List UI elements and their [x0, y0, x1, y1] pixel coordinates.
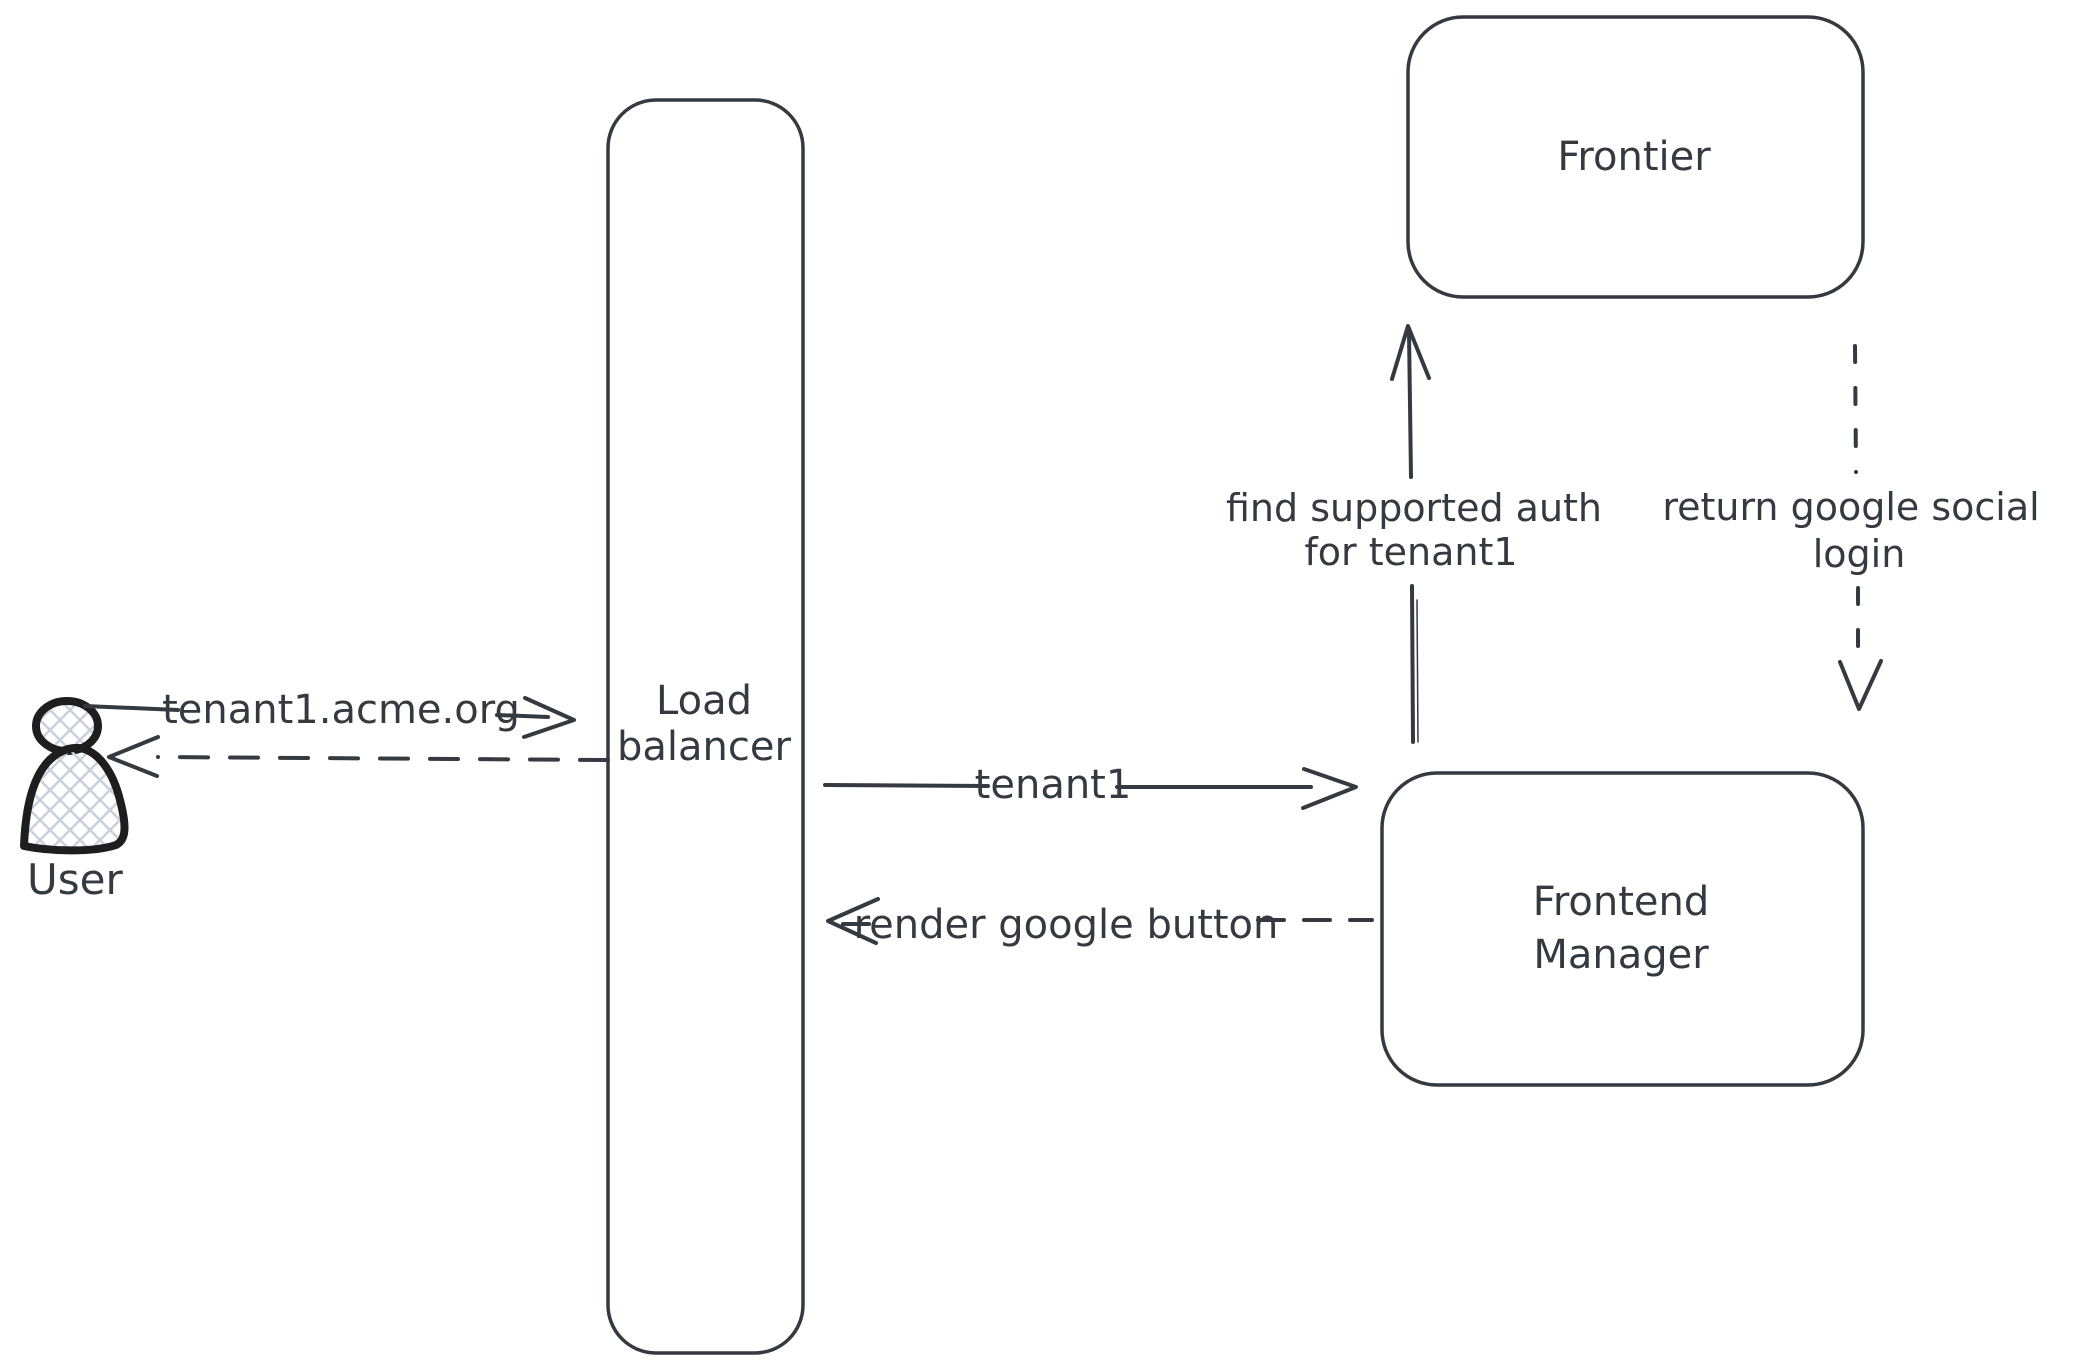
edge-label-tenant1-acme-org: tenant1.acme.org	[162, 687, 520, 733]
arrow-tenant1-acme-org-shaft-right	[495, 713, 550, 719]
arrow-tenant1-acme-org-shaft-left	[83, 704, 180, 712]
arrow-find-supported-auth-shaft-lower	[1410, 584, 1415, 744]
edge-label-find-supported-auth-line2: for tenant1	[1304, 530, 1517, 574]
arrow-left-head-icon	[107, 735, 160, 778]
frontier-node	[1406, 15, 1865, 299]
arrow-up-head-icon	[1390, 324, 1431, 381]
arrow-right-head-icon	[522, 696, 576, 739]
arrow-down-head-icon	[1838, 659, 1883, 711]
edge-label-return-google-social-line1: return google social	[1662, 485, 2039, 529]
user-icon-body	[20, 743, 129, 855]
user-icon-head	[32, 697, 102, 755]
load-balancer-label-line1: Load	[656, 678, 752, 724]
frontend-manager-label-line2: Manager	[1533, 932, 1709, 978]
arrow-find-supported-auth-shaft-upper	[1407, 330, 1413, 479]
frontier-label: Frontier	[1557, 134, 1711, 180]
arrow-tenant1	[823, 767, 1358, 810]
load-balancer-node	[606, 98, 805, 1355]
load-balancer-label-line2: balancer	[617, 724, 791, 770]
arrow-tenant1-shaft-left	[823, 783, 990, 788]
arrow-tenant1-acme-org	[83, 696, 576, 739]
user-icon	[20, 697, 129, 855]
arrow-return-google-social-login	[1838, 344, 1883, 711]
arrow-response-to-user-shaft	[156, 755, 610, 762]
edge-label-render-google-button: render google button	[854, 902, 1279, 948]
arrow-return-google-social-login-shaft-upper	[1853, 344, 1858, 474]
edge-label-tenant1: tenant1	[975, 762, 1132, 808]
edge-label-find-supported-auth-line1: find supported auth	[1226, 486, 1602, 530]
arrow-render-google-button	[826, 897, 1374, 945]
user-label: User	[27, 855, 123, 904]
frontend-manager-label-line1: Frontend	[1533, 879, 1710, 925]
arrow-left-head-icon	[826, 897, 880, 945]
arrow-find-supported-auth-sketch-stroke	[1416, 599, 1419, 743]
frontend-manager-node	[1380, 771, 1865, 1087]
arrow-response-to-user	[107, 735, 610, 778]
arrow-find-supported-auth	[1390, 324, 1431, 744]
arrow-right-head-icon	[1301, 767, 1358, 810]
edge-label-return-google-social-line2: login	[1813, 532, 1906, 576]
